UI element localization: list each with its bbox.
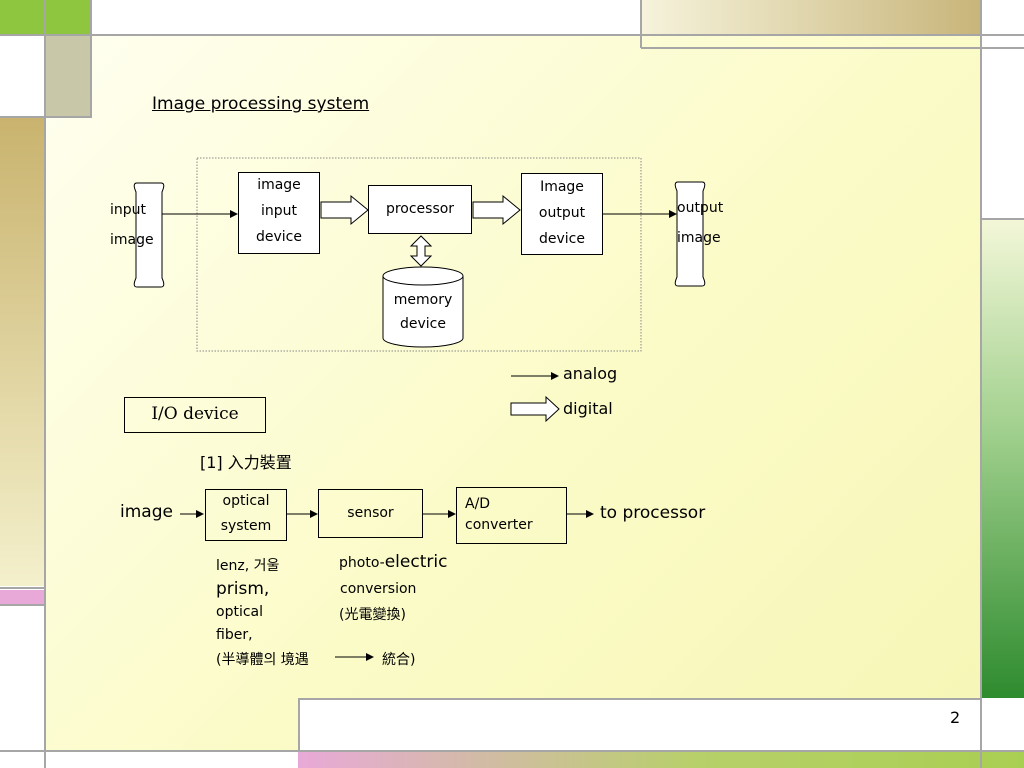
sensor-label: sensor	[347, 505, 394, 521]
digital-arrow-memory	[409, 235, 433, 267]
note-semiconductor-right: 統合)	[382, 652, 416, 668]
memory-device-label: memory device	[393, 292, 453, 332]
note-lenz: lenz, 거울	[216, 558, 280, 574]
digital-arrow-2	[472, 194, 521, 226]
processor-label: processor	[385, 201, 455, 217]
image-input-device-box	[238, 172, 320, 254]
right-green-column	[982, 220, 1024, 698]
sensor-box	[318, 489, 423, 538]
pipeline-image-label: image	[120, 502, 173, 522]
input-image-label: input image	[110, 202, 154, 248]
note-conversion: conversion	[340, 581, 417, 597]
memory-cylinder-top	[382, 266, 464, 286]
output-image-label: output image	[677, 200, 724, 246]
note-optical: optical	[216, 604, 263, 620]
optical-system-box	[205, 489, 287, 541]
memory-cylinder	[382, 276, 464, 348]
bottom-pink-green-strip	[298, 752, 1024, 768]
note-photo-electric: photo-electric	[339, 552, 447, 572]
image-input-device-label: image input device	[256, 177, 302, 245]
left-pink-strip	[0, 590, 44, 604]
section-input-device-heading: [1] 入力裝置	[200, 453, 292, 472]
input-image-shape	[133, 182, 165, 288]
note-semiconductor-left: (半導體의 境遇	[216, 652, 309, 668]
io-device-label: I/O device	[151, 404, 239, 424]
note-prism: prism,	[216, 579, 270, 599]
legend-analog-label: analog	[563, 364, 618, 383]
note-photo: photo-	[339, 555, 385, 571]
bottom-footer-box	[298, 698, 980, 750]
output-image-shape	[674, 181, 706, 287]
left-khaki-column	[0, 118, 44, 586]
note-kanji-conversion: (光電變換)	[339, 607, 406, 623]
note-fiber: fiber,	[216, 627, 253, 643]
to-processor-label: to processor	[600, 503, 706, 523]
slide-title: Image processing system	[152, 94, 370, 114]
io-device-box	[124, 397, 266, 433]
digital-arrow-1	[320, 194, 369, 226]
ad-converter-box	[456, 487, 567, 544]
processor-box	[368, 185, 472, 234]
image-output-device-box	[521, 173, 603, 255]
top-right-gold-block	[642, 0, 980, 34]
page-number: 2	[950, 708, 961, 727]
system-boundary	[196, 157, 642, 352]
ad-converter-label: A/D converter	[465, 496, 533, 533]
note-electric: electric	[384, 552, 448, 572]
legend-digital-arrow	[510, 395, 560, 423]
optical-system-label: optical system	[220, 493, 272, 534]
content-background	[46, 36, 980, 750]
image-output-device-label: Image output device	[538, 179, 586, 247]
top-left-khaki-block	[46, 36, 90, 116]
legend-digital-label: digital	[563, 399, 613, 418]
